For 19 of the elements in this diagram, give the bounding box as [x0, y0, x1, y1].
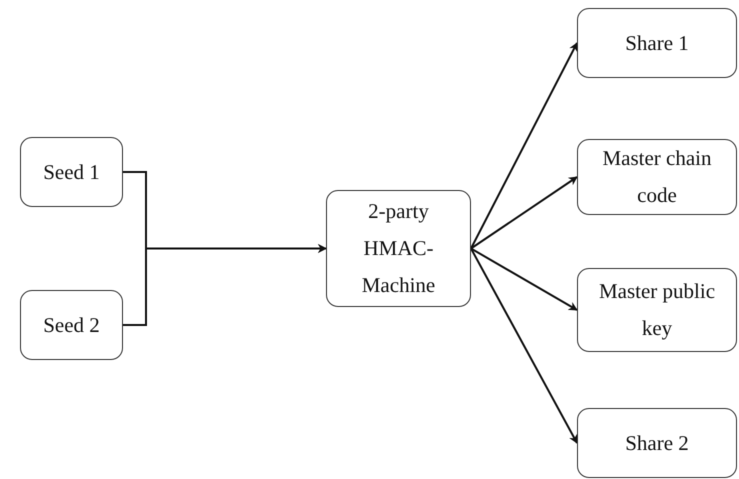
process-box	[20, 137, 123, 207]
box-label: Share 2	[624, 430, 690, 457]
arrow	[470, 248, 578, 444]
box-label: Master chain code	[601, 145, 713, 209]
process-box	[20, 290, 123, 360]
box-label: Seed 2	[42, 312, 101, 339]
arrow	[470, 42, 578, 249]
process-box	[577, 268, 737, 352]
process-box	[577, 408, 737, 478]
box-label: Share 1	[624, 30, 690, 57]
arrow	[470, 248, 578, 311]
process-box	[577, 8, 737, 78]
process-box	[577, 139, 737, 215]
box-label: Seed 1	[42, 158, 101, 186]
arrow	[123, 244, 327, 326]
box-label: 2-party HMAC-Machine	[360, 198, 436, 299]
arrow	[470, 176, 578, 250]
box-label: Master public key	[598, 278, 716, 342]
process-box	[326, 190, 471, 307]
